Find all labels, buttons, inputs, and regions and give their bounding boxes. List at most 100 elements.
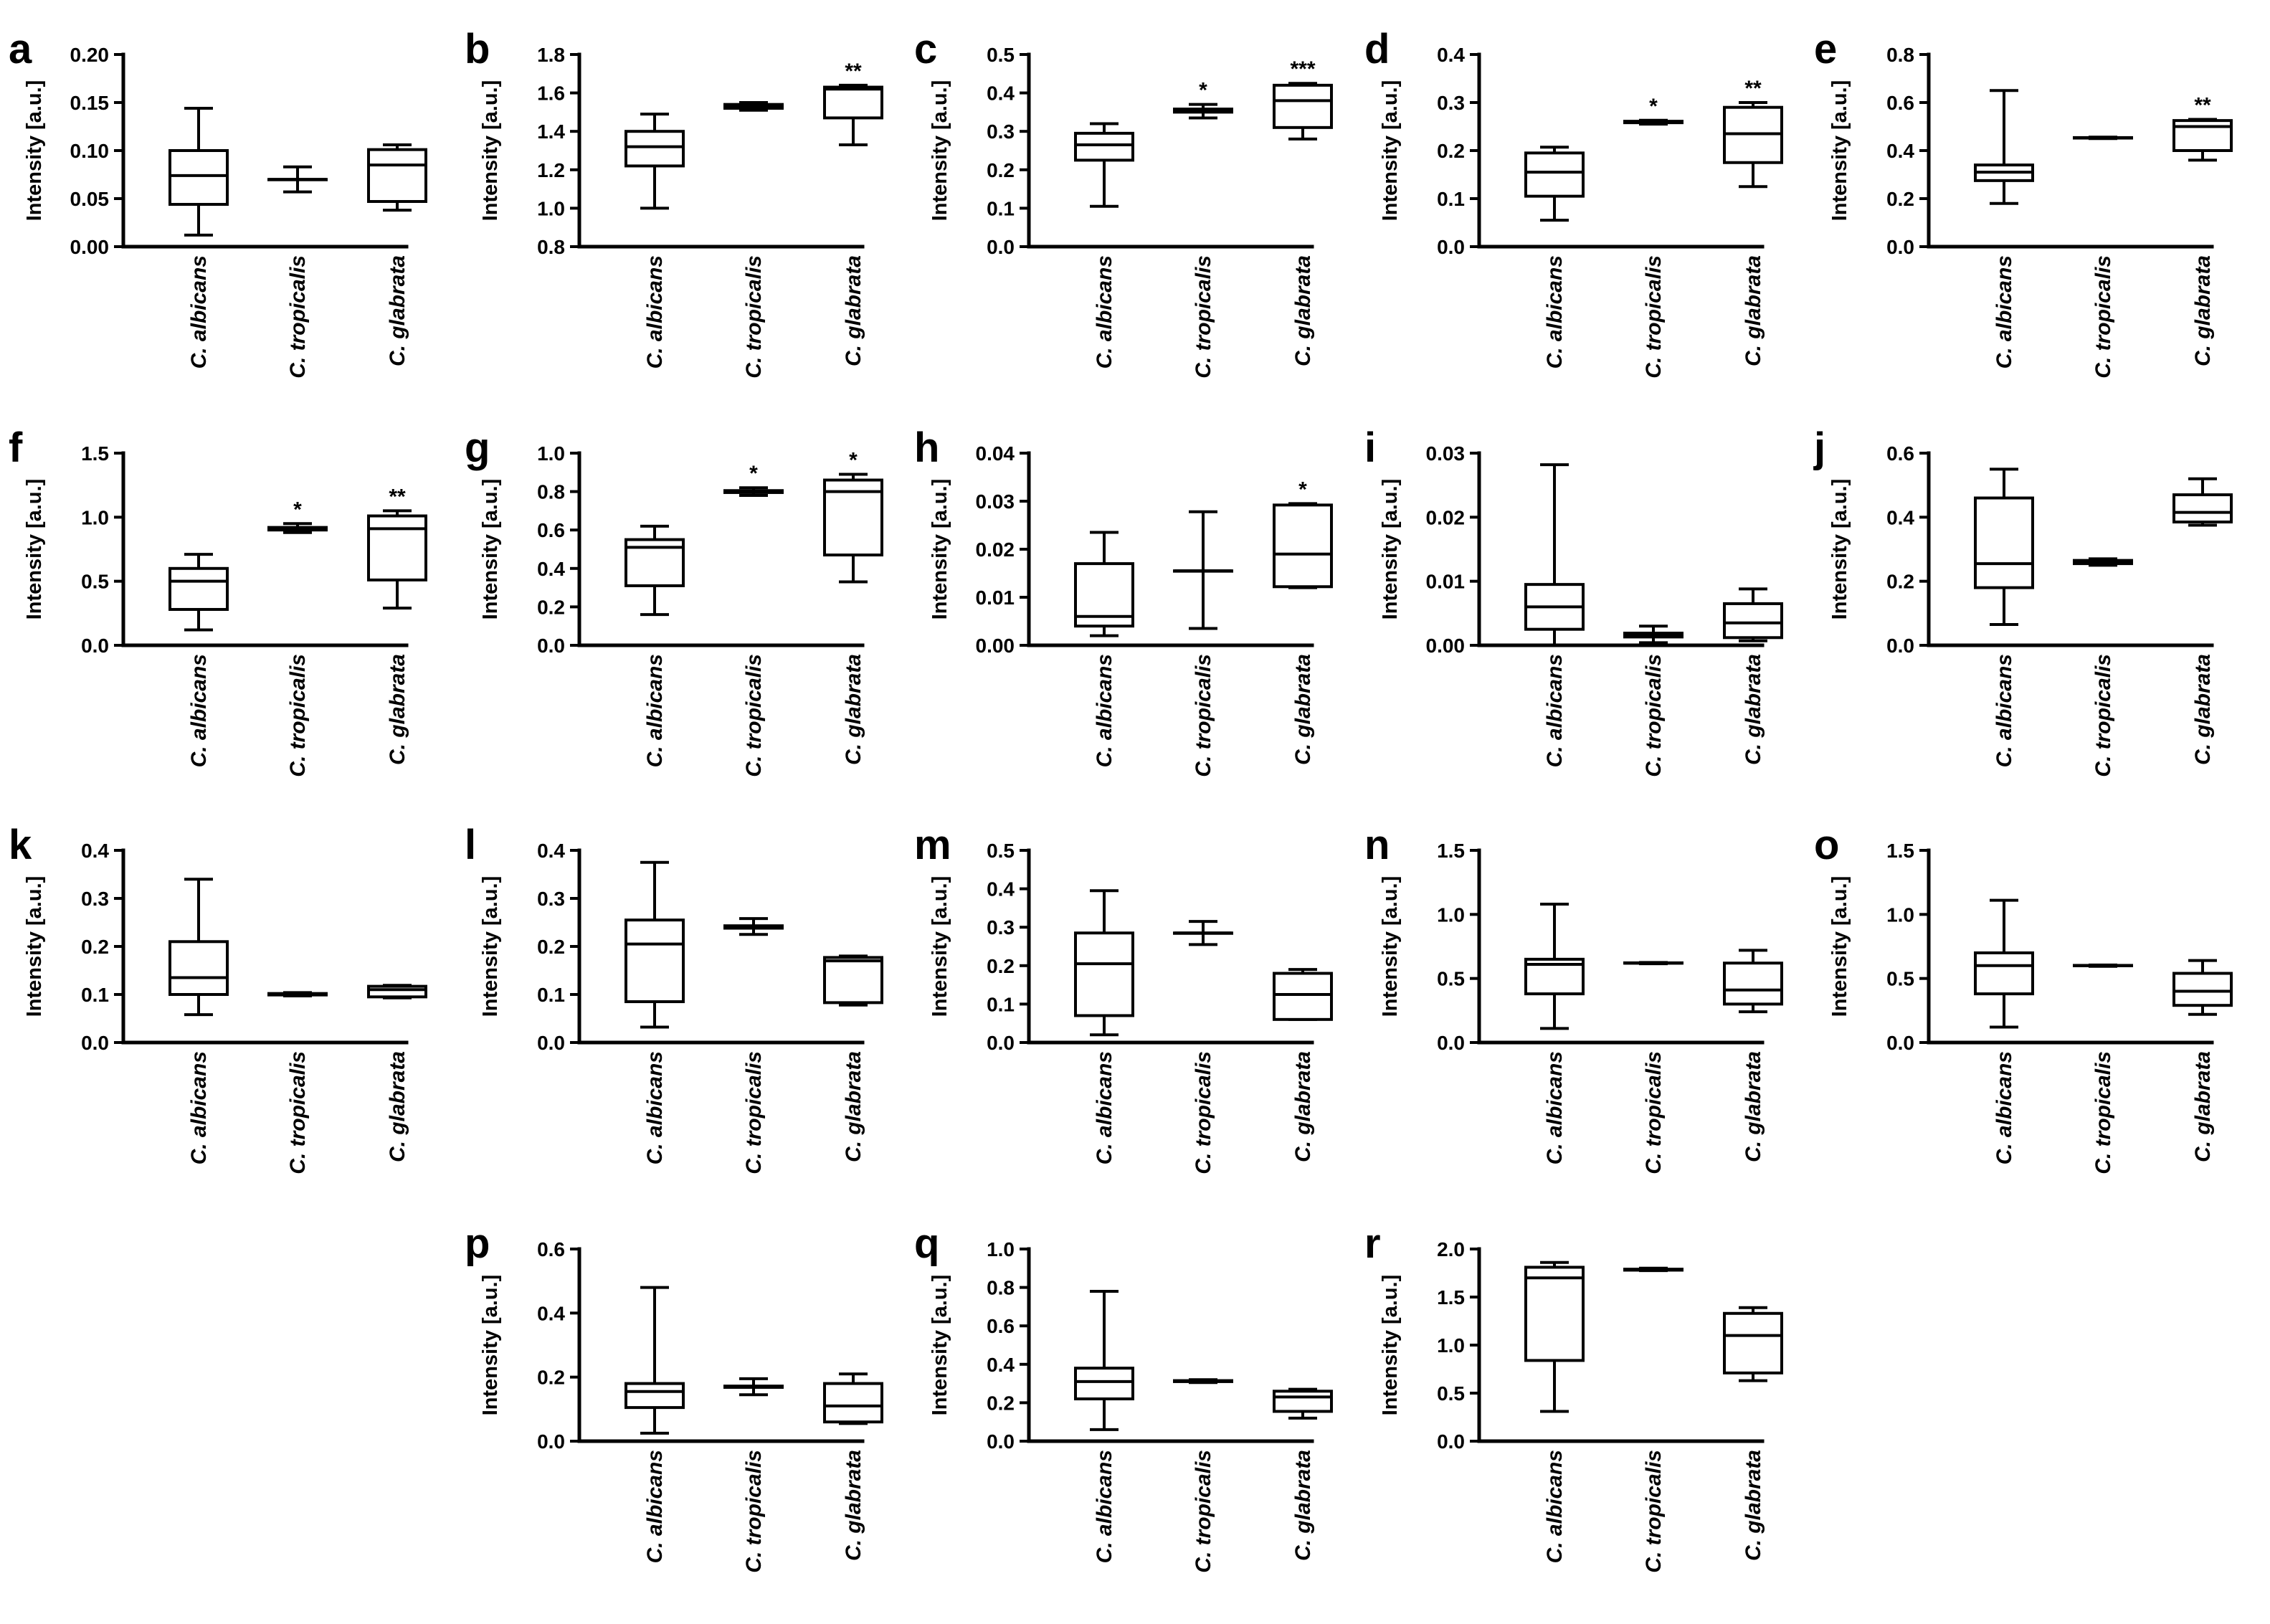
y-tick-label: 0.4 — [987, 1354, 1015, 1376]
box-3: C. glabrata — [2172, 477, 2233, 765]
box-3: C. glabrata — [823, 954, 883, 1162]
y-tick-label: 0.1 — [537, 984, 565, 1006]
y-tick-label: 0.6 — [537, 519, 565, 541]
box-3: ***C. glabrata — [1273, 57, 1333, 366]
box-2: C. tropicalis — [1173, 510, 1233, 777]
y-axis-label: Intensity [a.u.] — [23, 80, 46, 222]
y-tick-label: 1.0 — [81, 506, 109, 528]
x-category-label: C. tropicalis — [1192, 654, 1215, 777]
box-1: C. albicans — [625, 524, 685, 767]
y-tick-label: 0.2 — [537, 936, 565, 958]
y-tick-label: 0.5 — [1437, 1382, 1465, 1405]
y-axis-label: Intensity [a.u.] — [479, 80, 502, 222]
panel-letter: o — [1814, 822, 1839, 868]
x-category-label: C. albicans — [1543, 255, 1567, 369]
iqr-box — [367, 514, 427, 581]
panel-letter: n — [1364, 822, 1390, 868]
x-category-label: C. albicans — [1093, 1450, 1116, 1563]
box-1: C. albicans — [1074, 889, 1134, 1164]
box-3: C. glabrata — [367, 984, 427, 1162]
x-category-label: C. tropicalis — [1642, 1051, 1666, 1174]
iqr-box — [1524, 1266, 1585, 1362]
iqr-box — [1524, 151, 1585, 198]
y-tick-label: 1.0 — [987, 1238, 1015, 1260]
box-2: C. tropicalis — [1173, 1378, 1233, 1573]
y-tick-label: 0.0 — [537, 1430, 565, 1453]
iqr-box — [625, 130, 685, 168]
y-tick-label: 0.4 — [537, 558, 565, 580]
box-1: C. albicans — [1974, 898, 2034, 1164]
y-tick-label: 1.0 — [1437, 903, 1465, 926]
y-tick-label: 2.0 — [1437, 1238, 1465, 1260]
y-tick-label: 0.8 — [537, 481, 565, 503]
x-category-label: C. albicans — [1543, 1450, 1567, 1563]
y-tick-label: 0.04 — [976, 442, 1015, 465]
y-axis-label: Intensity [a.u.] — [1379, 1275, 1402, 1416]
iqr-box — [1723, 1311, 1783, 1374]
iqr-box — [823, 1382, 883, 1424]
y-tick-label: 0.4 — [1886, 506, 1914, 528]
y-axis-label: Intensity [a.u.] — [1828, 80, 1851, 222]
box-1: C. albicans — [168, 107, 229, 369]
y-tick-label: 0.0 — [1437, 236, 1465, 258]
y-tick-label: 0.0 — [987, 236, 1015, 258]
x-category-label: C. glabrata — [386, 654, 409, 765]
y-tick-label: 0.3 — [987, 916, 1015, 939]
box-3: C. glabrata — [1723, 1306, 1783, 1561]
x-category-label: C. tropicalis — [286, 1051, 310, 1174]
y-axis-label: Intensity [a.u.] — [1379, 80, 1402, 222]
box-1: C. albicans — [1524, 146, 1585, 369]
iqr-box — [2172, 493, 2233, 524]
box-2: C. tropicalis — [723, 917, 784, 1174]
panel-letter: k — [9, 822, 32, 868]
y-tick-label: 0.4 — [987, 82, 1015, 105]
panel-letter: j — [1813, 424, 1825, 471]
iqr-box — [625, 918, 685, 1004]
x-category-label: C. glabrata — [1291, 654, 1315, 765]
x-category-label: C. albicans — [1993, 654, 2016, 767]
y-tick-label: 0.2 — [1437, 140, 1465, 162]
y-axis-label: Intensity [a.u.] — [23, 876, 46, 1017]
box-1: C. albicans — [625, 860, 685, 1164]
iqr-box — [1273, 1390, 1333, 1413]
box-2: *C. tropicalis — [723, 462, 784, 777]
iqr-box — [1974, 496, 2034, 589]
box-2: C. tropicalis — [1173, 920, 1233, 1174]
y-tick-label: 0.1 — [1437, 188, 1465, 210]
x-category-label: C. tropicalis — [2091, 1051, 2115, 1174]
y-tick-label: 0.6 — [1886, 92, 1914, 114]
y-tick-label: 1.5 — [1437, 1286, 1465, 1309]
x-category-label: C. albicans — [1543, 1051, 1567, 1164]
y-axis-label: Intensity [a.u.] — [23, 479, 46, 620]
y-tick-label: 0.2 — [537, 1367, 565, 1389]
x-category-label: C. albicans — [643, 255, 667, 369]
significance-marker: * — [1298, 478, 1307, 501]
y-tick-label: 0.0 — [81, 1032, 109, 1054]
significance-marker: ** — [845, 60, 862, 83]
significance-marker: * — [1649, 95, 1658, 118]
y-tick-label: 0.02 — [976, 538, 1015, 561]
y-tick-label: 0.05 — [70, 188, 110, 210]
y-tick-label: 0.1 — [81, 984, 109, 1006]
y-tick-label: 0.2 — [81, 936, 109, 958]
y-tick-label: 0.8 — [1886, 44, 1914, 66]
y-tick-label: 0.03 — [976, 490, 1015, 513]
x-category-label: C. glabrata — [842, 654, 865, 765]
box-3: **C. glabrata — [1723, 77, 1783, 366]
box-2: C. tropicalis — [267, 165, 328, 379]
y-axis-label: Intensity [a.u.] — [929, 479, 951, 620]
significance-marker: * — [749, 462, 758, 485]
box-3: C. glabrata — [1723, 949, 1783, 1162]
iqr-box — [823, 85, 883, 120]
y-tick-label: 1.4 — [537, 120, 565, 143]
significance-marker: ** — [1744, 77, 1762, 100]
iqr-box — [823, 956, 883, 1005]
box-3: C. glabrata — [2172, 959, 2233, 1162]
y-tick-label: 0.0 — [81, 635, 109, 657]
panel-letter: m — [914, 822, 951, 868]
significance-marker: * — [849, 448, 858, 472]
